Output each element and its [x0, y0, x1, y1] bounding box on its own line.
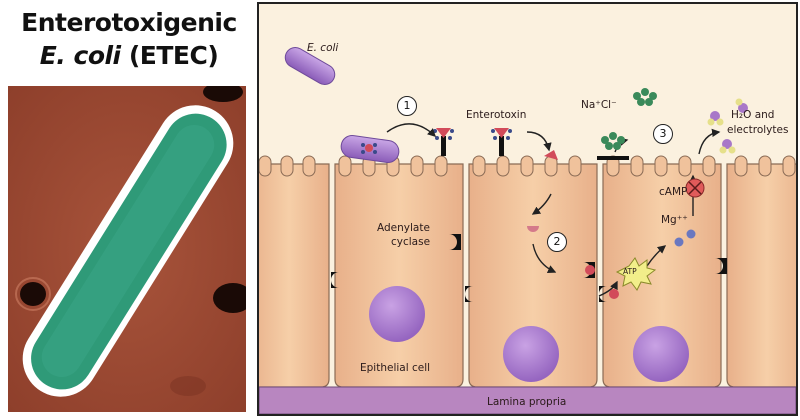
toxin-fragment	[544, 150, 558, 160]
ion-channel	[597, 156, 629, 160]
label-electrolytes: electrolytes	[727, 124, 789, 136]
label-epithelial-cell: Epithelial cell	[360, 362, 431, 374]
step-2: 2	[547, 232, 567, 252]
label-h2o: H₂O and	[731, 109, 775, 121]
nacl-cluster	[601, 132, 625, 150]
label-atp: ATP	[623, 267, 637, 276]
enterotoxin-receptor	[491, 128, 512, 156]
enterotoxin-receptor	[433, 128, 454, 156]
nacl-cluster	[633, 88, 657, 106]
nucleus	[633, 326, 689, 382]
water-molecule	[735, 98, 748, 113]
micrograph-image	[8, 86, 246, 412]
diagram-art	[259, 47, 796, 414]
epithelial-cell	[259, 163, 330, 388]
epithelial-cell	[334, 163, 464, 388]
pore	[20, 282, 46, 306]
camp-blocked-icon	[685, 178, 705, 198]
mg-ion	[674, 237, 684, 247]
ecoli-free	[284, 47, 336, 85]
etec-mechanism-diagram: E. coli 1 Enterotoxin Na⁺Cl⁻ 3 H₂O and e…	[257, 2, 798, 416]
nucleus	[369, 286, 425, 342]
step-1: 1	[397, 96, 417, 116]
lamina-propria	[259, 386, 796, 414]
step-3: 3	[653, 124, 673, 144]
label-nacl: Na⁺Cl⁻	[581, 99, 617, 111]
pore	[213, 283, 246, 313]
electron-micrograph	[8, 86, 246, 412]
epithelial-layer	[259, 155, 796, 388]
title-etec: (ETEC)	[128, 41, 219, 70]
bacterium	[22, 105, 234, 397]
label-mg: Mg⁺⁺	[661, 214, 688, 226]
nucleus	[503, 326, 559, 382]
page-title: Enterotoxigenic E. coli (ETEC)	[0, 6, 258, 72]
atp-burst	[615, 257, 657, 291]
label-cyclase: cyclase	[391, 236, 431, 248]
toxin-fragment	[527, 226, 539, 232]
title-line-2: E. coli (ETEC)	[0, 39, 258, 72]
title-ecoli: E. coli	[39, 41, 121, 70]
epithelial-cell	[726, 163, 796, 388]
title-line-1: Enterotoxigenic	[21, 8, 237, 37]
label-enterotoxin: Enterotoxin	[466, 109, 527, 121]
water-molecule	[707, 111, 724, 126]
label-ecoli: E. coli	[307, 42, 339, 54]
mg-ion	[686, 229, 696, 239]
water-molecule	[719, 139, 736, 154]
pore	[203, 86, 243, 102]
label-lamina-propria: Lamina propria	[487, 396, 567, 408]
label-camp: cAMP	[659, 186, 688, 198]
label-adenylate: Adenylate	[377, 222, 430, 234]
